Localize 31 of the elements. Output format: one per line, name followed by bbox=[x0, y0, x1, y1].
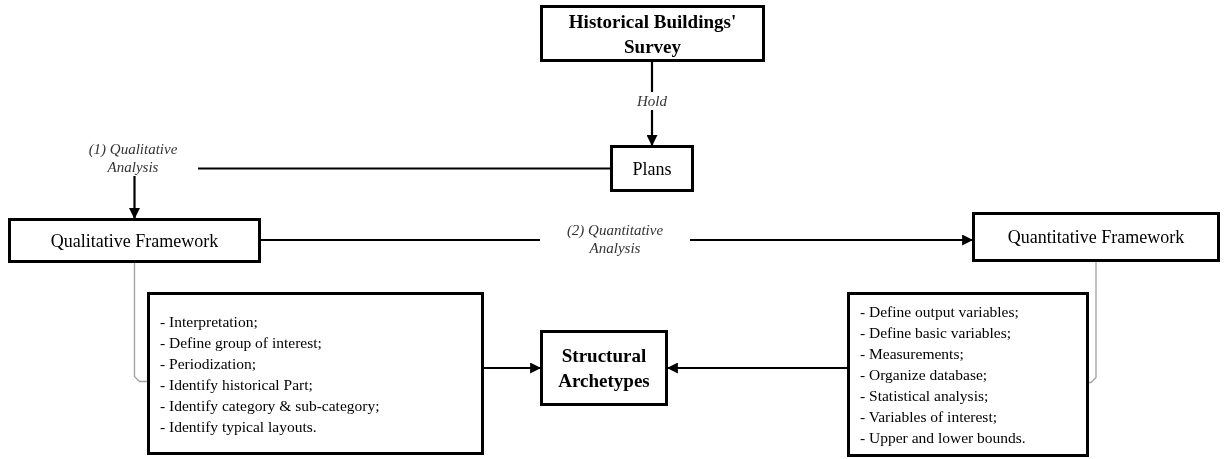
box-label: Structural Archetypes bbox=[557, 344, 651, 393]
connector-line bbox=[1088, 261, 1097, 384]
process-box bbox=[610, 145, 694, 192]
box-label: Historical Buildings' Survey bbox=[567, 9, 738, 59]
box-label: Plans bbox=[632, 157, 672, 180]
process-box bbox=[540, 5, 765, 62]
list-item: - Interpretation; bbox=[160, 311, 259, 332]
list-item: - Measurements; bbox=[860, 344, 965, 364]
list-item: - Identify category & sub-category; bbox=[160, 395, 381, 416]
box-label: Quantitative Framework bbox=[1007, 226, 1185, 248]
process-box bbox=[972, 212, 1220, 262]
task-list-box bbox=[147, 292, 484, 455]
list-item: - Identify historical Part; bbox=[160, 374, 314, 395]
list-item: - Upper and lower bounds. bbox=[860, 428, 1027, 448]
task-list-box bbox=[847, 292, 1089, 457]
list-item: - Statistical analysis; bbox=[860, 386, 990, 406]
edge-label: Hold bbox=[635, 92, 669, 110]
arrow bbox=[666, 362, 847, 374]
list-item: - Organize database; bbox=[860, 365, 989, 385]
list-item: - Variables of interest; bbox=[860, 407, 999, 427]
connector-line bbox=[133, 262, 148, 383]
process-box bbox=[8, 218, 261, 263]
edge-label: (2) Quantitative Analysis bbox=[540, 221, 690, 257]
list-item: - Identify typical layouts. bbox=[160, 416, 318, 437]
list-item: - Define basic variables; bbox=[860, 323, 1013, 343]
list-item: - Periodization; bbox=[160, 353, 257, 374]
arrow bbox=[484, 362, 542, 374]
process-box bbox=[540, 330, 668, 406]
box-label: Qualitative Framework bbox=[50, 229, 219, 252]
list-item: - Define output variables; bbox=[860, 302, 1020, 322]
list-item: - Define group of interest; bbox=[160, 332, 323, 353]
